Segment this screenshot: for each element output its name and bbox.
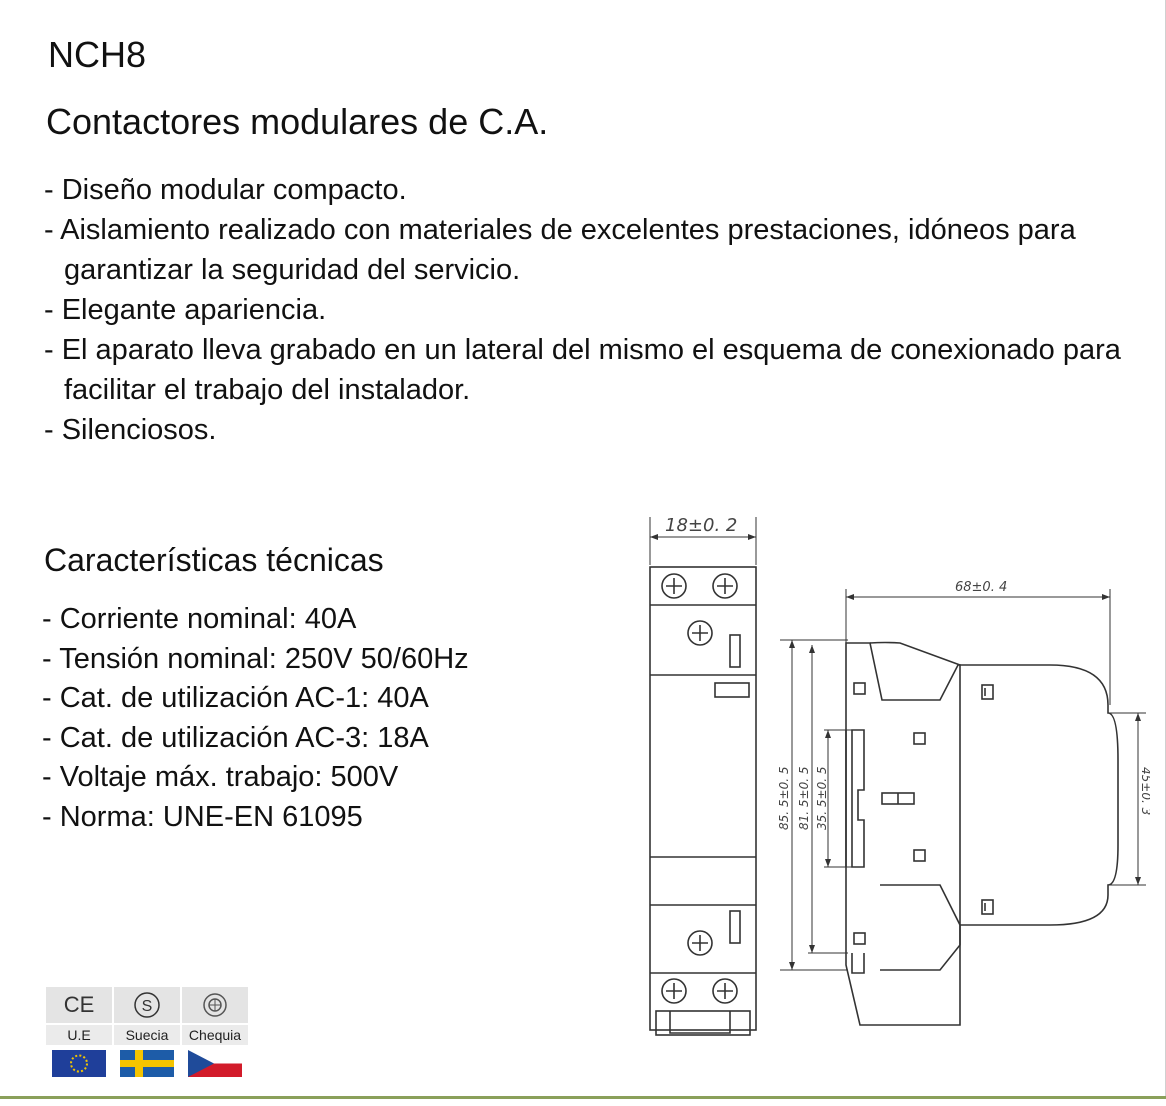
width-dim-label: 18±0. 2	[665, 515, 737, 536]
cert-name: U.E	[46, 1025, 112, 1045]
front-height-label: 45±0. 3	[1139, 767, 1150, 815]
width-dimension: 18±0. 2	[649, 515, 757, 565]
spec-item: - Voltaje máx. trabajo: 500V	[42, 761, 399, 793]
height-dimensions: 85. 5±0. 5 81. 5±0. 5 35. 5±0. 5	[777, 639, 860, 971]
spec-item: - Cat. de utilización AC-1: 40A	[42, 682, 429, 714]
feature-list: - Diseño modular compacto. - Aislamiento…	[44, 170, 1144, 450]
cert-eu: CE U.E	[46, 987, 112, 1077]
front-height-dimension: 45±0. 3	[1108, 712, 1150, 886]
product-subtitle: Contactores modulares de C.A.	[46, 101, 549, 142]
feature-item: - Aislamiento realizado con materiales d…	[44, 214, 1076, 286]
cert-name: Chequia	[182, 1025, 248, 1045]
spec-item: - Cat. de utilización AC-3: 18A	[42, 721, 429, 754]
cert-sweden: S Suecia	[114, 987, 180, 1077]
height-mid-label: 81. 5±0. 5	[797, 767, 811, 831]
feature-item: - Silenciosos.	[44, 414, 217, 446]
height-inner-label: 35. 5±0. 5	[815, 767, 829, 831]
spec-item: - Norma: UNE-EN 61095	[42, 800, 363, 833]
feature-item: - Elegante apariencia.	[44, 294, 327, 326]
feature-item: - Diseño modular compacto.	[44, 174, 407, 206]
spec-item: - Tensión nominal: 250V 50/60Hz	[42, 642, 469, 675]
side-view	[845, 641, 1119, 1026]
bottom-rule	[0, 1096, 1166, 1099]
semko-mark-icon: S	[114, 987, 180, 1023]
front-view	[649, 566, 757, 1036]
svg-text:S: S	[142, 998, 153, 1015]
ezu-mark-icon	[182, 987, 248, 1023]
feature-item: - El aparato lleva grabado en un lateral…	[44, 334, 1121, 406]
czech-flag-icon	[188, 1050, 242, 1077]
depth-dim-label: 68±0. 4	[955, 580, 1007, 595]
specs-list: - Corriente nominal: 40A - Tensión nomin…	[42, 600, 469, 837]
spec-item: - Corriente nominal: 40A	[42, 603, 357, 635]
dimension-drawing: 18±0. 2 68±0. 4	[649, 515, 1150, 1036]
cert-name: Suecia	[114, 1025, 180, 1045]
certification-marks: CE U.E S Suecia Chequia	[46, 987, 248, 1077]
depth-dimension: 68±0. 4	[845, 580, 1111, 705]
model-title: NCH8	[48, 34, 147, 75]
cert-czech: Chequia	[182, 987, 248, 1077]
height-outer-label: 85. 5±0. 5	[777, 767, 791, 831]
specs-title: Características técnicas	[44, 542, 384, 578]
ce-mark-icon: CE	[46, 987, 112, 1023]
sweden-flag-icon	[120, 1050, 174, 1077]
eu-flag-icon	[52, 1050, 106, 1077]
